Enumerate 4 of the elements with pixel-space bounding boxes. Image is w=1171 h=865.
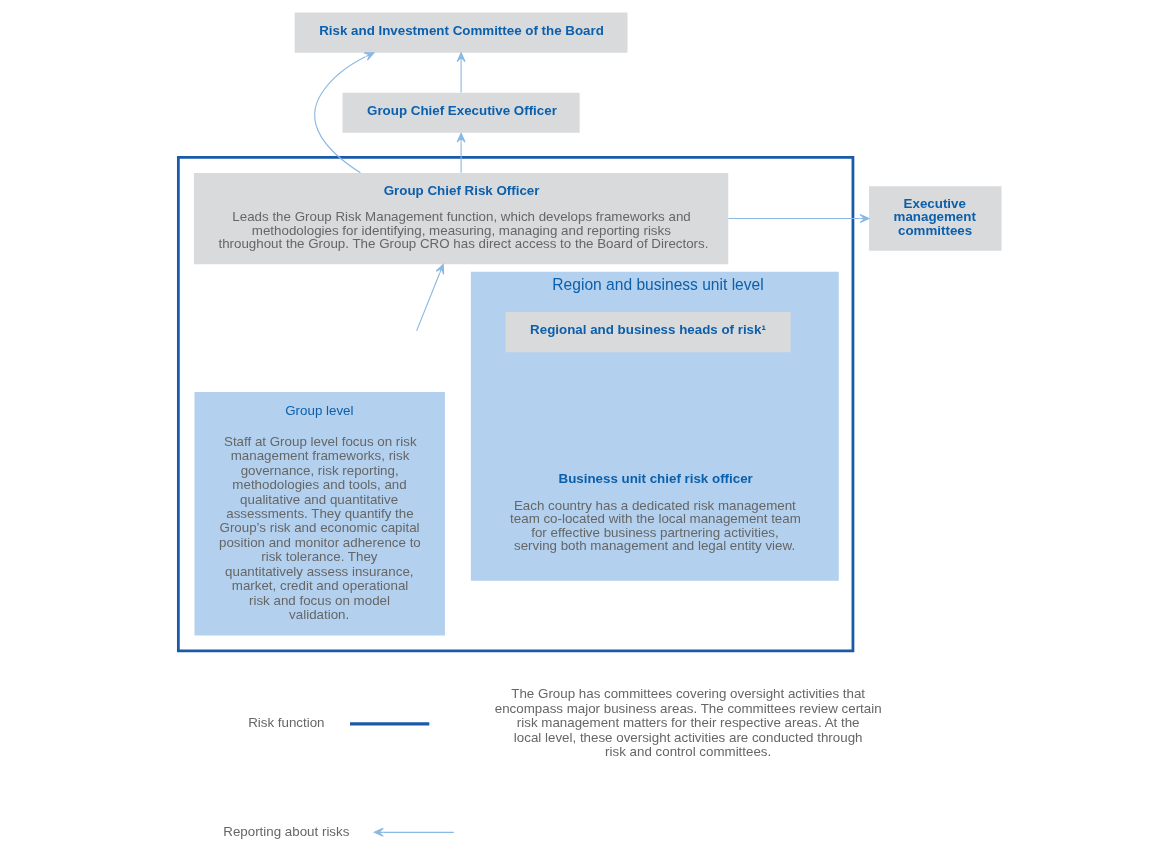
legend-label: Risk function bbox=[248, 715, 325, 731]
label: The Group has committees covering oversight activities that encompass major business areas. The committees review certain risk management matters for their respective areas. At the local level, these oversight activities are conducted through risk and control committees. bbox=[494, 686, 882, 760]
legend-label: Reporting about risks bbox=[223, 823, 350, 839]
node-text: Business unit chief risk officer Each country has a dedicated risk management team co-located with the local management team for effective business partnering activities, serving both management and legal entity view. bbox=[510, 471, 801, 554]
